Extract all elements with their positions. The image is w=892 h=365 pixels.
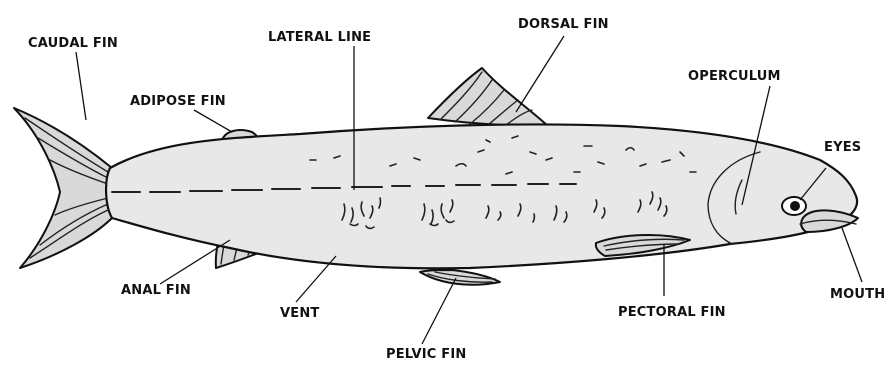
label-mouth: MOUTH (830, 287, 885, 302)
adipose-fin-pointer (194, 110, 232, 132)
label-vent: VENT (280, 306, 320, 321)
label-caudal-fin: CAUDAL FIN (28, 36, 118, 51)
dorsal-fin-pointer (516, 36, 564, 112)
caudal-fin-pointer (76, 52, 86, 120)
pelvic-fin-pointer (422, 278, 456, 344)
label-anal-fin: ANAL FIN (121, 283, 191, 298)
mouth-pointer (842, 228, 862, 282)
label-eyes: EYES (824, 140, 861, 155)
label-lateral-line: LATERAL LINE (268, 30, 371, 45)
label-dorsal-fin: DORSAL FIN (518, 17, 609, 32)
label-operculum: OPERCULUM (688, 69, 781, 84)
eye-icon (782, 197, 806, 215)
label-pelvic-fin: PELVIC FIN (386, 347, 466, 362)
label-adipose-fin: ADIPOSE FIN (130, 94, 226, 109)
dorsal-fin (428, 68, 548, 126)
label-pectoral-fin: PECTORAL FIN (618, 305, 726, 320)
pelvic-fin (420, 270, 500, 285)
caudal-fin (14, 108, 112, 268)
